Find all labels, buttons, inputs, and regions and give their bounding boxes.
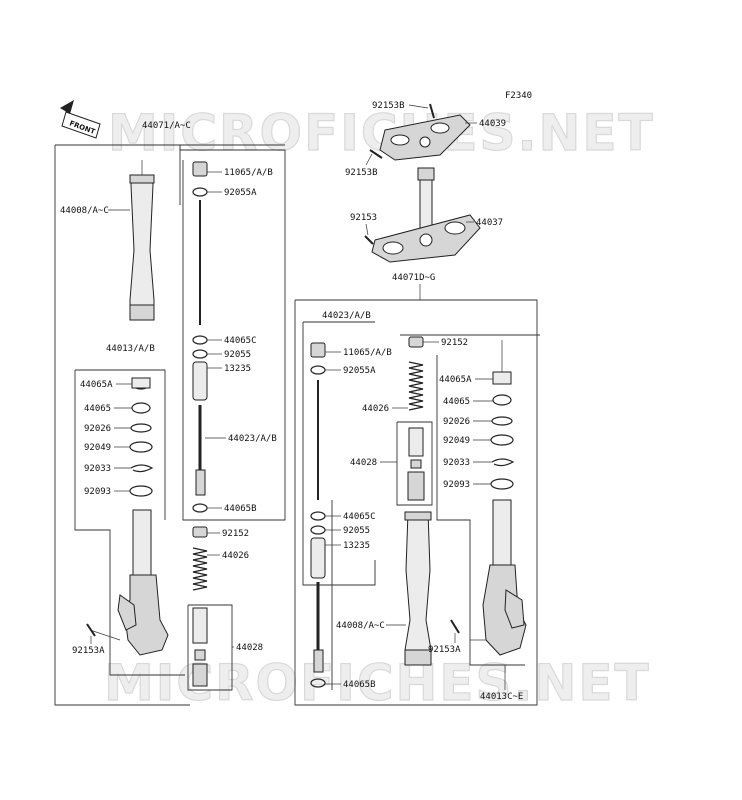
label-92055a-left: 92055A — [224, 188, 257, 198]
watermark-top: MICROFICHES.NET — [108, 104, 655, 162]
label-92049-right: 92049 — [443, 436, 470, 446]
part-labels: 44071/A~C 44008/A~C 11065/A/B 92055A 440… — [60, 101, 523, 702]
label-44071dg: 44071D~G — [392, 273, 435, 283]
label-92026-left: 92026 — [84, 424, 111, 434]
label-44065b-right: 44065B — [343, 680, 376, 690]
label-44065-right: 44065 — [443, 397, 470, 407]
label-44028-left: 44028 — [236, 643, 263, 653]
label-92049-left: 92049 — [84, 443, 111, 453]
label-92093-left: 92093 — [84, 487, 111, 497]
left-fork-assembly — [54, 144, 286, 706]
steering-clamps — [364, 103, 481, 263]
label-44065b-left: 44065B — [224, 504, 257, 514]
label-92026-right: 92026 — [443, 417, 470, 427]
label-92093-right: 92093 — [443, 480, 470, 490]
label-44013ab: 44013/A/B — [106, 344, 155, 354]
label-92153b-top: 92153B — [372, 101, 405, 111]
label-44071ac: 44071/A~C — [142, 121, 191, 131]
label-44008ac-left: 44008/A~C — [60, 206, 109, 216]
label-44013ce: 44013C~E — [480, 692, 523, 702]
label-44065a-right: 44065A — [439, 375, 472, 385]
label-44065-left: 44065 — [84, 404, 111, 414]
label-44039: 44039 — [479, 119, 506, 129]
label-44008ac-right: 44008/A~C — [336, 621, 385, 631]
label-44065c-left: 44065C — [224, 336, 257, 346]
label-92152-left: 92152 — [222, 529, 249, 539]
label-92153b-mid: 92153B — [345, 168, 378, 178]
label-44026-right: 44026 — [362, 404, 389, 414]
label-13235-right: 13235 — [343, 541, 370, 551]
right-fork-assembly — [294, 299, 540, 706]
label-92033-right: 92033 — [443, 458, 470, 468]
label-92152-right: 92152 — [441, 338, 468, 348]
label-92055-left: 92055 — [224, 350, 251, 360]
label-92055a-right: 92055A — [343, 366, 376, 376]
label-44023ab-right: 44023/A/B — [322, 311, 371, 321]
front-arrow-icon: FRONT — [60, 100, 101, 139]
label-92055-right: 92055 — [343, 526, 370, 536]
label-13235-left: 13235 — [224, 364, 251, 374]
figure-code: F2340 — [505, 91, 532, 101]
label-92153a-left: 92153A — [72, 646, 105, 656]
watermark-bottom: MICROFICHES.NET — [104, 654, 651, 712]
label-92033-left: 92033 — [84, 464, 111, 474]
label-11065ab-right: 11065/A/B — [343, 348, 392, 358]
label-11065ab-left: 11065/A/B — [224, 168, 273, 178]
label-92153: 92153 — [350, 213, 377, 223]
label-44065a-left: 44065A — [80, 380, 113, 390]
label-44065c-right: 44065C — [343, 512, 376, 522]
label-92153a-right: 92153A — [428, 645, 461, 655]
label-44023ab-left: 44023/A/B — [228, 434, 277, 444]
label-44037: 44037 — [476, 218, 503, 228]
label-44026-left: 44026 — [222, 551, 249, 561]
label-44028-right: 44028 — [350, 458, 377, 468]
